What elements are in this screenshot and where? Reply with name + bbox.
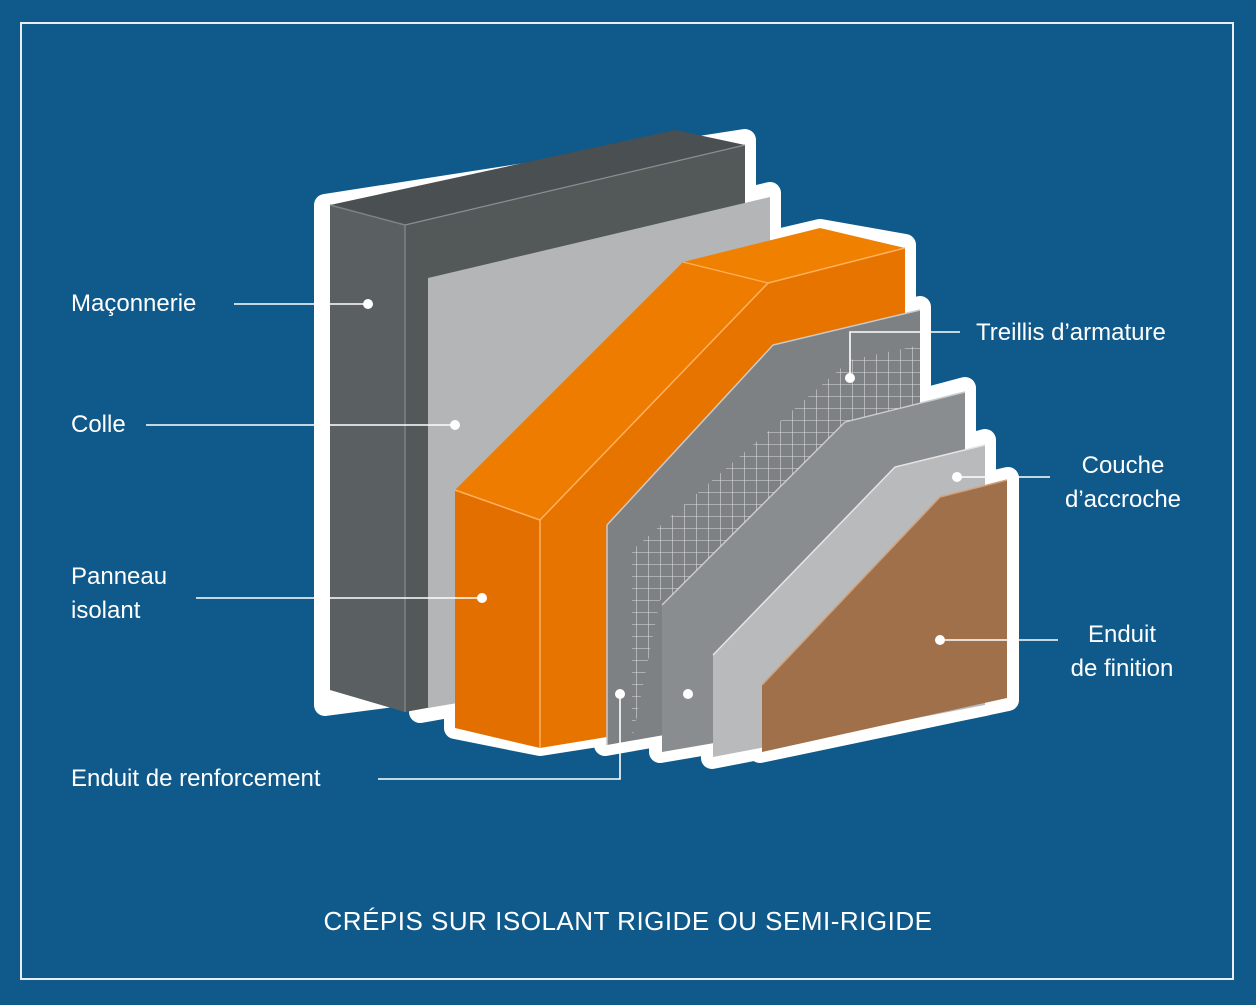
dot-renforcement-2 bbox=[683, 689, 693, 699]
masonry-side-face bbox=[330, 205, 405, 712]
dot-panneau bbox=[477, 593, 487, 603]
dot-treillis bbox=[845, 373, 855, 383]
label-couche-line1: Couche bbox=[1081, 452, 1165, 479]
label-panneau-line1: Panneau bbox=[71, 563, 168, 590]
dot-colle bbox=[450, 420, 460, 430]
label-enduit-line2: de finition bbox=[1070, 655, 1174, 682]
leader-treillis bbox=[849, 331, 960, 378]
dot-renforcement-1 bbox=[615, 689, 625, 699]
label-panneau-line2: isolant bbox=[71, 597, 141, 624]
insulation-top-face bbox=[455, 262, 768, 520]
label-maconnerie: Maçonnerie bbox=[71, 290, 197, 317]
marker-dots bbox=[363, 299, 962, 699]
label-enduit-line1: Enduit bbox=[1087, 621, 1157, 648]
leader-lines bbox=[146, 303, 1058, 780]
label-treillis: Treillis d’armature bbox=[976, 319, 1166, 346]
finish-render-layer bbox=[761, 479, 1008, 752]
label-renforcement: Enduit de renforcement bbox=[71, 765, 321, 792]
dot-enduit bbox=[935, 635, 945, 645]
dot-maconnerie bbox=[363, 299, 373, 309]
diagram-title: CRÉPIS SUR ISOLANT RIGIDE OU SEMI-RIGIDE bbox=[323, 906, 933, 936]
insulation-side-face bbox=[455, 490, 540, 748]
leader-renforcement bbox=[378, 694, 621, 780]
label-colle: Colle bbox=[71, 411, 126, 438]
label-couche-line2: d’accroche bbox=[1064, 486, 1182, 513]
frame-border bbox=[20, 22, 1234, 980]
masonry-top-face bbox=[330, 130, 745, 225]
insulation-top-back bbox=[683, 228, 905, 283]
dot-couche bbox=[952, 472, 962, 482]
